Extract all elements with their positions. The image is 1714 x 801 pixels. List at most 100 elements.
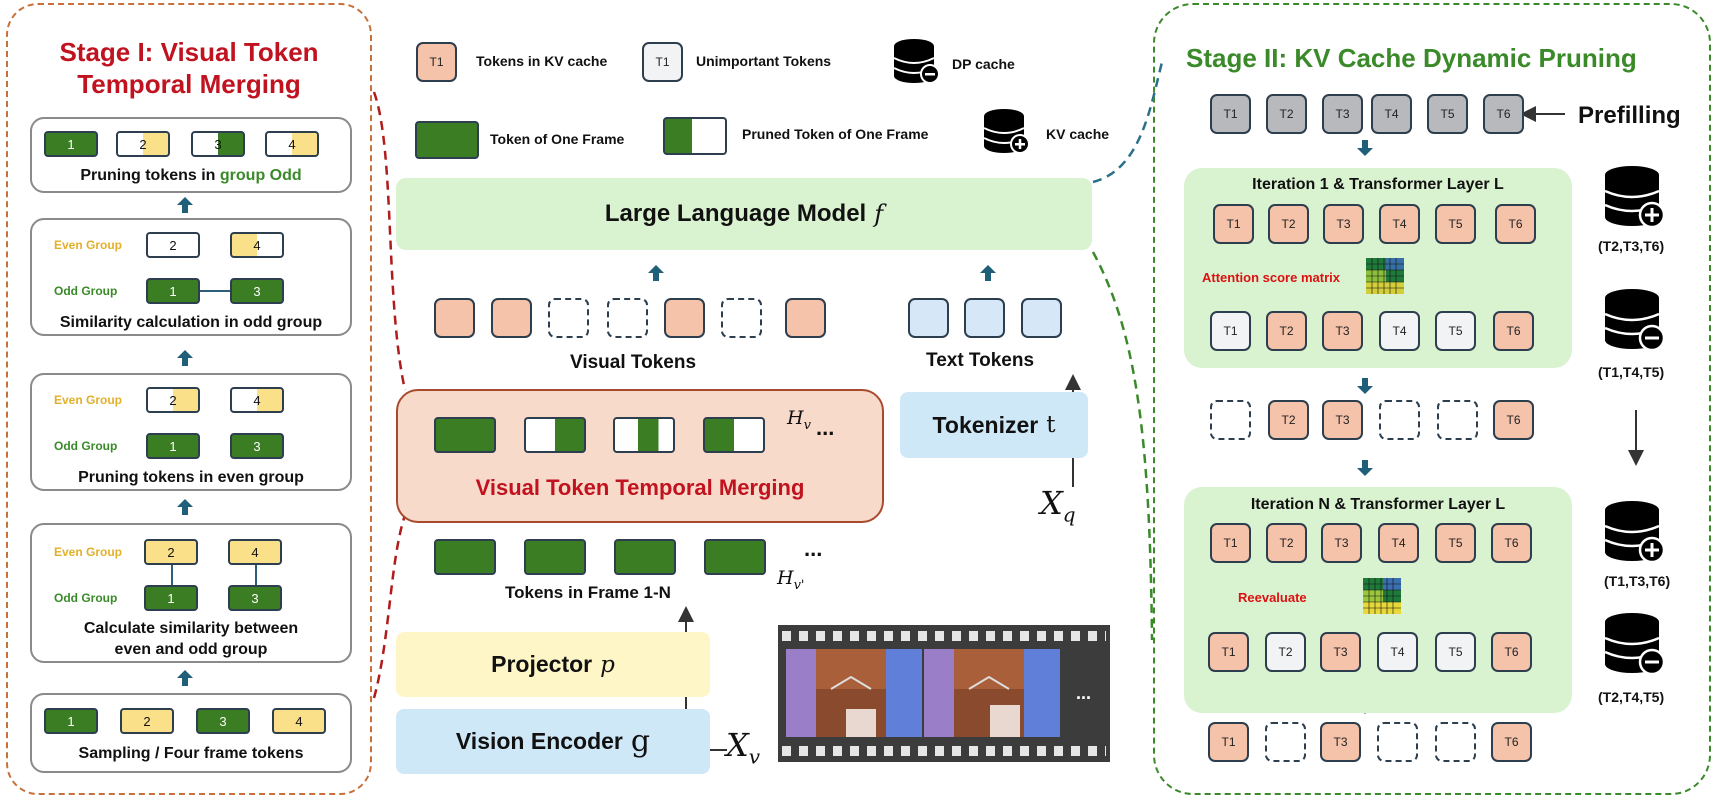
iter1-out-token-t2: T2 [1266,311,1307,351]
iter1-token-t6: T6 [1495,204,1536,244]
iterN-out-token-t2: T2 [1265,632,1306,672]
pruned-slot [1379,400,1420,440]
hv-main: H [787,407,804,429]
legend-frame-label: Token of One Frame [490,131,625,147]
attention-matrix-icon [1366,258,1404,294]
pruned-slot [1265,722,1306,762]
tok-4: 4 [230,387,284,413]
pruned-slot [1435,722,1476,762]
stage1-title-line1: Stage I: Visual Token [59,37,319,67]
visual-token [491,298,532,338]
final-token-t1: T1 [1208,722,1249,762]
step-label-2: even and odd group [114,641,268,658]
tok-3: 3 [196,708,250,734]
even-group-label: Even Group [54,393,123,407]
prefill-token-t3: T3 [1322,94,1363,134]
xq-sub: q [1062,502,1076,527]
prefill-token-t2: T2 [1266,94,1307,134]
even-group-label: Even Group [54,238,123,252]
iterN-out-token-t1: T1 [1208,632,1249,672]
prefilling-label: Prefilling [1578,102,1681,129]
prune-odd-prefix: Pruning tokens in [80,167,220,184]
tokenizer-label: Tokenizer [932,411,1039,438]
tok-2: 2 [146,232,200,258]
text-token [908,298,949,338]
odd-group-label: Odd Group [54,591,118,605]
step-prune-odd: 1 2 3 4 Pruning tokens in group Odd [30,117,352,193]
iterN-out-token-t6: T6 [1491,632,1532,672]
llm-label: Large Language Model [604,200,867,227]
cache-label-4: (T2,T4,T5) [1598,689,1665,705]
frame-token-pruned [613,417,675,453]
hv2-label: Hv' [777,567,805,593]
visual-token [785,298,826,338]
frame-token [434,539,496,575]
stage1-title: Stage I: Visual Token Temporal Merging [10,36,368,100]
stage2-title: Stage II: KV Cache Dynamic Pruning [1186,43,1637,73]
link-line [200,290,232,292]
iter1-token-t5: T5 [1435,204,1476,244]
tok-3: 3 [228,585,282,611]
tok-2: 2 [116,131,170,157]
link-line [171,565,173,585]
xq-label: Xq [1040,484,1076,526]
kv-cache-icon [983,109,1030,154]
legend-dp-label: DP cache [952,56,1015,72]
vision-encoder-symbol: g [630,724,651,759]
tok-4: 4 [228,539,282,565]
text-token [964,298,1005,338]
step-similarity-odd: Even Group 2 4 Odd Group 1 3 Similarity … [30,218,352,336]
video-frame-2 [924,649,1060,737]
step-calc-similarity: Even Group 2 4 Odd Group 1 3 Calculate s… [30,523,352,663]
film-holes-bottom [782,746,1106,756]
step-label: Pruning tokens in group Odd [32,167,350,185]
prefill-token-t5: T5 [1427,94,1468,134]
tok-4: 4 [265,131,319,157]
tok-2: 2 [146,387,200,413]
kept-token-t2: T2 [1268,400,1309,440]
dp-cache-icon [1604,613,1666,676]
hv2-main: H [777,567,794,589]
iter1-token-t3: T3 [1323,204,1364,244]
iter1-out-token-t5: T5 [1435,311,1476,351]
visual-token-pruned [548,298,589,338]
reevaluate-label: Reevaluate [1238,590,1307,605]
vision-encoder-label: Vision Encoder [455,728,623,754]
tok-2: 2 [120,708,174,734]
step-label: Sampling / Four frame tokens [78,745,304,762]
legend-unimportant-label: Unimportant Tokens [696,53,832,69]
tok-1: 1 [44,131,98,157]
step-label: Pruning tokens in even group [78,469,304,486]
iter1-token-t4: T4 [1379,204,1420,244]
attention-label: Attention score matrix [1202,270,1340,285]
pruned-slot [1437,400,1478,440]
kept-token-t3: T3 [1322,400,1363,440]
iterN-token-t5: T5 [1435,523,1476,563]
prefill-token-t4: T4 [1371,94,1412,134]
iterN-token-t3: T3 [1321,523,1362,563]
tok-4: 4 [272,708,326,734]
visual-token [664,298,705,338]
visual-token [434,298,475,338]
pruned-slot [1377,722,1418,762]
kv-cache-icon [1604,501,1666,564]
vttm-label: Visual Token Temporal Merging [475,475,805,500]
film-strip: ... [778,625,1110,762]
video-frame-1 [786,649,922,737]
iterN-out-token-t5: T5 [1435,632,1476,672]
film-holes-top [782,631,1106,641]
cache-label-3: (T1,T3,T6) [1604,573,1671,589]
vision-encoder-box: Vision Encoder g [396,709,710,774]
xv-label: Xv [726,726,760,768]
projector-symbol: p [600,651,615,678]
reevaluate-matrix-icon [1363,578,1401,614]
tok-1: 1 [146,433,200,459]
tokenizer-box: Tokenizer t [900,392,1088,458]
odd-group-label: Odd Group [54,439,118,453]
iter1-out-token-t3: T3 [1322,311,1363,351]
frame-token-pruned [524,417,586,453]
iterN-token-t1: T1 [1210,523,1251,563]
legend-frame-token [415,121,479,159]
tokenizer-symbol: t [1046,412,1056,438]
